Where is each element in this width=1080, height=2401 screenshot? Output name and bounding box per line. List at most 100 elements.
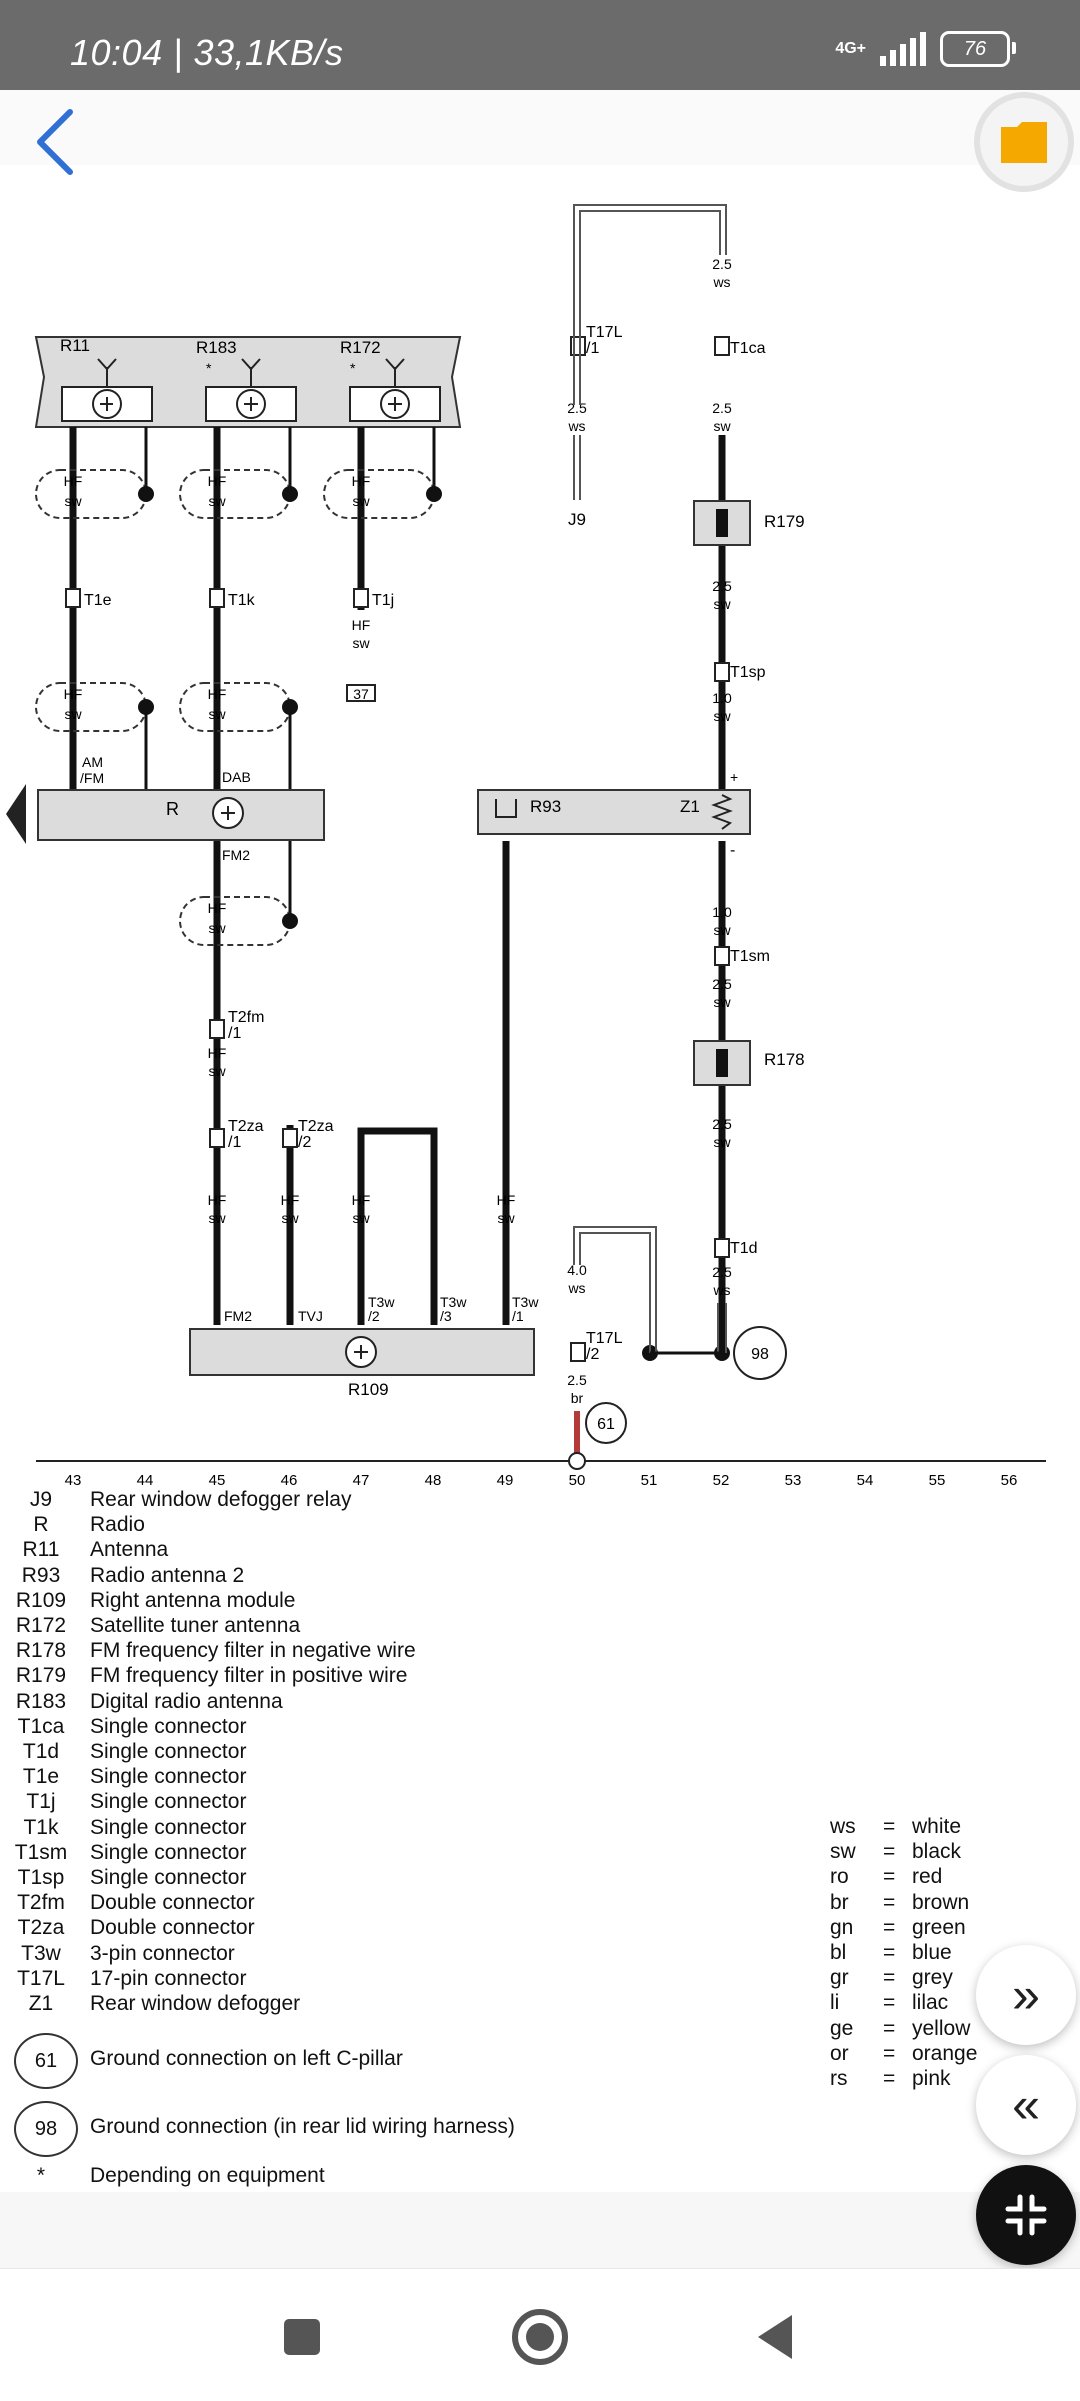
grid-number: 52 — [713, 1472, 730, 1485]
legend-code: R109 — [15, 1588, 67, 1612]
legend-code: J9 — [29, 1488, 53, 1511]
svg-text:ws: ws — [567, 1280, 585, 1296]
folder-button[interactable] — [980, 98, 1068, 186]
svg-text:2.5: 2.5 — [712, 1264, 732, 1280]
legend-desc: Single connector — [90, 1765, 247, 1789]
color-name: brown — [912, 1890, 970, 1914]
legend-code: T1e — [22, 1765, 60, 1789]
svg-text:T1ca: T1ca — [730, 340, 766, 357]
legend-code: T1j — [26, 1790, 56, 1814]
star-r172: * — [350, 360, 356, 376]
white-wires — [573, 204, 727, 1353]
bottom-strip — [0, 2192, 1080, 2268]
ground-61-desc: Ground connection on left C-pillar — [90, 2047, 403, 2070]
svg-text:FM2: FM2 — [224, 1308, 252, 1324]
star-r183: * — [206, 360, 212, 376]
ground-61-symbol — [585, 1402, 627, 1444]
svg-text:/1: /1 — [512, 1308, 524, 1324]
label-r: R — [166, 799, 179, 819]
color-abbr: gr — [830, 1966, 849, 1990]
collapse-button[interactable] — [976, 2165, 1076, 2265]
color-abbr: ws — [830, 1815, 856, 1838]
svg-text:T2fm: T2fm — [228, 1009, 264, 1026]
legend-desc: Single connector — [90, 1714, 247, 1738]
triangle-back-icon — [758, 2315, 792, 2359]
legend-code: R11 — [22, 1538, 60, 1562]
color-eq: = — [883, 1991, 896, 2015]
legend-desc: Single connector — [90, 1840, 247, 1864]
label-r183: R183 — [196, 338, 237, 357]
svg-text:T3w: T3w — [440, 1294, 467, 1310]
color-name: yellow — [912, 2016, 971, 2040]
folder-icon — [1001, 122, 1047, 163]
color-eq: = — [883, 1865, 896, 1889]
grid-number: 46 — [281, 1472, 298, 1485]
svg-text:HF: HF — [497, 1192, 516, 1208]
legend-code: R183 — [15, 1689, 67, 1713]
radio-pin-labels: AM /FM DAB FM2 — [80, 754, 251, 863]
legend-desc: Rear window defogger relay — [90, 1488, 352, 1511]
svg-text:T1sp: T1sp — [730, 664, 766, 681]
grid-number: 55 — [929, 1472, 946, 1485]
status-time: 10:04 | 33,1KB/s — [70, 32, 344, 73]
svg-text:ws: ws — [712, 274, 730, 290]
label-z1: Z1 — [680, 797, 700, 816]
svg-text:HF: HF — [64, 686, 83, 702]
legend-desc: Single connector — [90, 1866, 247, 1889]
grid-number: 56 — [1001, 1472, 1018, 1485]
svg-text:T3w: T3w — [368, 1294, 395, 1310]
defogger-symbol — [711, 794, 733, 830]
plus-label: + — [730, 769, 738, 785]
svg-text:sw: sw — [208, 920, 226, 936]
home-button[interactable] — [510, 2307, 570, 2372]
legend-code: T2za — [17, 1916, 65, 1940]
svg-text:1.0: 1.0 — [712, 904, 732, 920]
svg-text:/2: /2 — [298, 1134, 311, 1151]
status-bar: 10:04 | 33,1KB/s 4G+ 76 — [0, 0, 1080, 90]
legend-desc: Antenna — [90, 1538, 169, 1562]
svg-text:2.5: 2.5 — [712, 400, 732, 416]
legend-desc: 3-pin connector — [90, 1941, 235, 1965]
side-panel-handle[interactable] — [6, 784, 26, 844]
color-abbr: ro — [830, 1865, 849, 1889]
label-r93: R93 — [530, 797, 561, 816]
grid-number: 45 — [209, 1472, 226, 1485]
color-name: lilac — [912, 1991, 949, 2015]
svg-text:2.5: 2.5 — [712, 1116, 732, 1132]
svg-text:T2za: T2za — [228, 1118, 264, 1135]
svg-text:sw: sw — [281, 1210, 299, 1226]
color-name: red — [912, 1865, 943, 1889]
legend-desc: Right antenna module — [90, 1588, 296, 1612]
svg-text:2.5: 2.5 — [567, 400, 587, 416]
color-name: blue — [912, 1941, 952, 1964]
color-name: grey — [912, 1966, 953, 1990]
svg-text:sw: sw — [713, 708, 731, 724]
svg-text:4.0: 4.0 — [567, 1262, 587, 1278]
battery-level: 76 — [963, 37, 987, 60]
battery-icon: 76 — [940, 31, 1016, 67]
back-button[interactable] — [28, 98, 84, 182]
svg-text:TVJ: TVJ — [298, 1308, 323, 1324]
svg-text:HF: HF — [208, 1192, 227, 1208]
minus-label: - — [730, 842, 735, 859]
color-name: green — [912, 1915, 966, 1939]
next-page-button[interactable]: » — [976, 1945, 1076, 2045]
svg-text:sw: sw — [352, 635, 370, 651]
svg-text:/1: /1 — [586, 340, 599, 357]
svg-text:sw: sw — [497, 1210, 515, 1226]
label-j9: J9 — [568, 510, 586, 529]
svg-text:T2za: T2za — [298, 1118, 334, 1135]
radio-box — [37, 789, 325, 841]
color-abbr: gn — [830, 1915, 854, 1939]
nav-back-button[interactable] — [756, 2313, 796, 2366]
legend-code: R178 — [15, 1639, 67, 1663]
recent-apps-button[interactable] — [282, 2317, 322, 2362]
r93-z1-box — [477, 789, 751, 835]
app-bar — [0, 90, 1080, 165]
color-abbr: rs — [830, 2067, 848, 2090]
svg-text:sw: sw — [713, 1134, 731, 1150]
color-abbr: bl — [830, 1941, 847, 1964]
svg-text:/FM: /FM — [80, 770, 104, 786]
legend-code: Z1 — [28, 1992, 54, 2015]
prev-page-button[interactable]: « — [976, 2055, 1076, 2155]
